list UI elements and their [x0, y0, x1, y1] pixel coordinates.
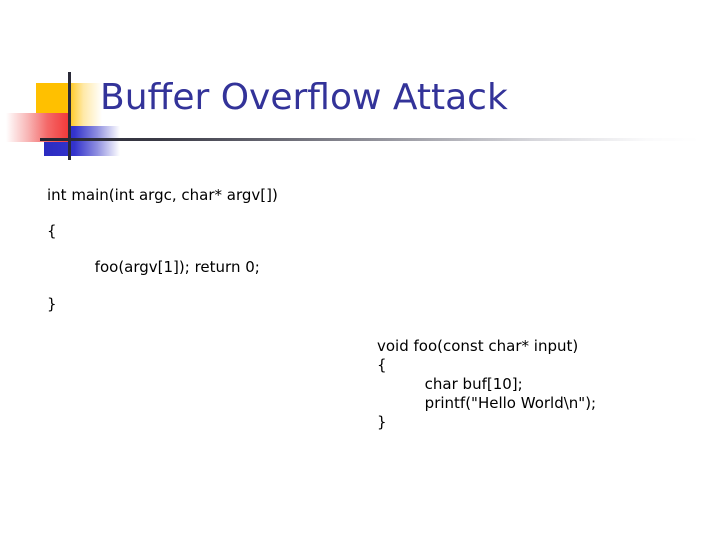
main-function-code: int main(int argc, char* argv[]) { foo(ar…	[47, 186, 278, 314]
code-line: }	[377, 413, 387, 431]
decoration-blue-block-icon	[44, 126, 120, 156]
code-line: int main(int argc, char* argv[])	[47, 186, 278, 204]
code-line: }	[47, 295, 57, 313]
decoration-vertical-line-icon	[68, 72, 71, 160]
title-underline-rule	[40, 138, 700, 141]
code-line: char buf[10];	[377, 375, 523, 393]
decoration-yellow-block-icon	[36, 83, 102, 127]
code-line: void foo(const char* input)	[377, 337, 579, 355]
page-title: Buffer Overflow Attack	[100, 77, 508, 118]
code-line: {	[377, 356, 387, 374]
code-line: foo(argv[1]); return 0;	[47, 258, 260, 276]
code-line: {	[47, 222, 57, 240]
code-line: printf("Hello World\n");	[377, 394, 597, 412]
foo-function-code: void foo(const char* input){ char buf[10…	[377, 337, 596, 432]
